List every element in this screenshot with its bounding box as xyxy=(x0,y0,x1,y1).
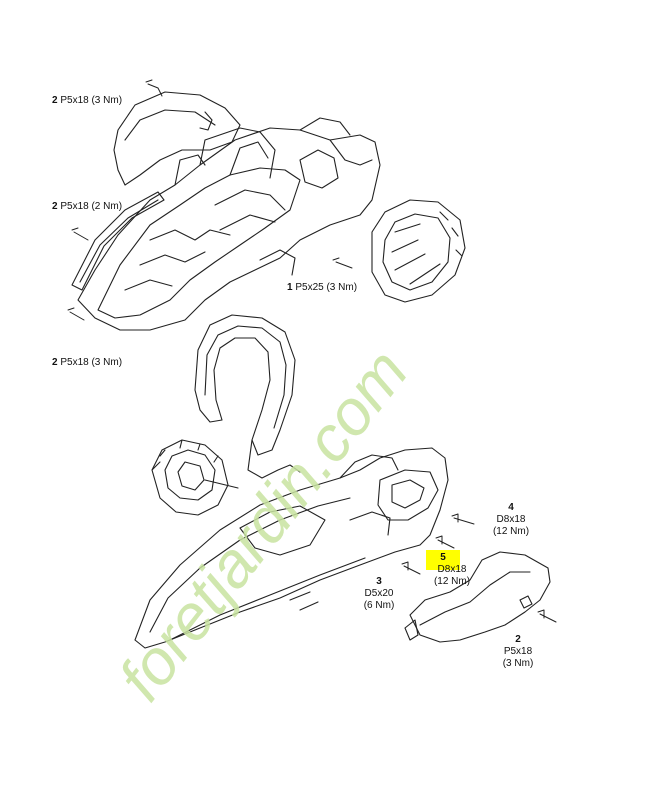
handle xyxy=(194,314,301,479)
callout-label: 2 P5x18 (2 Nm) xyxy=(52,201,122,213)
callout-label: 1 P5x25 (3 Nm) xyxy=(287,282,357,294)
callout-number: 2 xyxy=(52,357,58,368)
callout-number: 2 xyxy=(515,634,521,645)
callout-label: 2 P5x18 (3 Nm) xyxy=(52,95,122,107)
callout-spec: P5x25 (3 Nm) xyxy=(295,282,358,293)
top-cover-piece xyxy=(113,91,241,186)
highlight-box xyxy=(426,550,460,570)
watermark-text: foretjardin.com xyxy=(104,336,421,714)
motor-gear xyxy=(151,439,239,516)
callout-label: 5 D8x18 (12 Nm) xyxy=(426,552,478,588)
chain-cover xyxy=(404,551,551,643)
callout-torque: (12 Nm) xyxy=(433,576,471,587)
callout-number: 2 xyxy=(52,95,58,106)
callout-number: 5 xyxy=(440,552,446,563)
round-guard xyxy=(371,199,466,303)
upper-housing xyxy=(77,117,381,331)
callout-label: 2 P5x18 (3 Nm) xyxy=(52,357,122,369)
callout-label: 2 P5x18 (3 Nm) xyxy=(496,634,540,670)
callout-spec: P5x18 (3 Nm) xyxy=(60,357,123,368)
callout-torque: (6 Nm) xyxy=(363,600,395,611)
callout-spec: P5x18 (2 Nm) xyxy=(60,201,123,212)
callout-spec: D8x18 xyxy=(496,514,526,525)
callout-spec: D5x20 xyxy=(364,588,394,599)
callout-spec: D8x18 xyxy=(437,564,467,575)
callout-spec: P5x18 xyxy=(503,646,533,657)
callout-number: 1 xyxy=(287,282,293,293)
callout-torque: (3 Nm) xyxy=(502,658,534,669)
callout-number: 4 xyxy=(508,502,514,513)
watermark: foretjardin.com xyxy=(104,336,421,714)
callout-spec: P5x18 (3 Nm) xyxy=(60,95,123,106)
callout-label: 4 D8x18 (12 Nm) xyxy=(485,502,537,538)
callout-number: 3 xyxy=(376,576,382,587)
side-strip xyxy=(71,191,165,291)
screws xyxy=(67,79,557,623)
callout-label: 3 D5x20 (6 Nm) xyxy=(357,576,401,612)
callout-torque: (12 Nm) xyxy=(492,526,530,537)
lower-housing xyxy=(134,447,449,649)
callout-number: 2 xyxy=(52,201,58,212)
